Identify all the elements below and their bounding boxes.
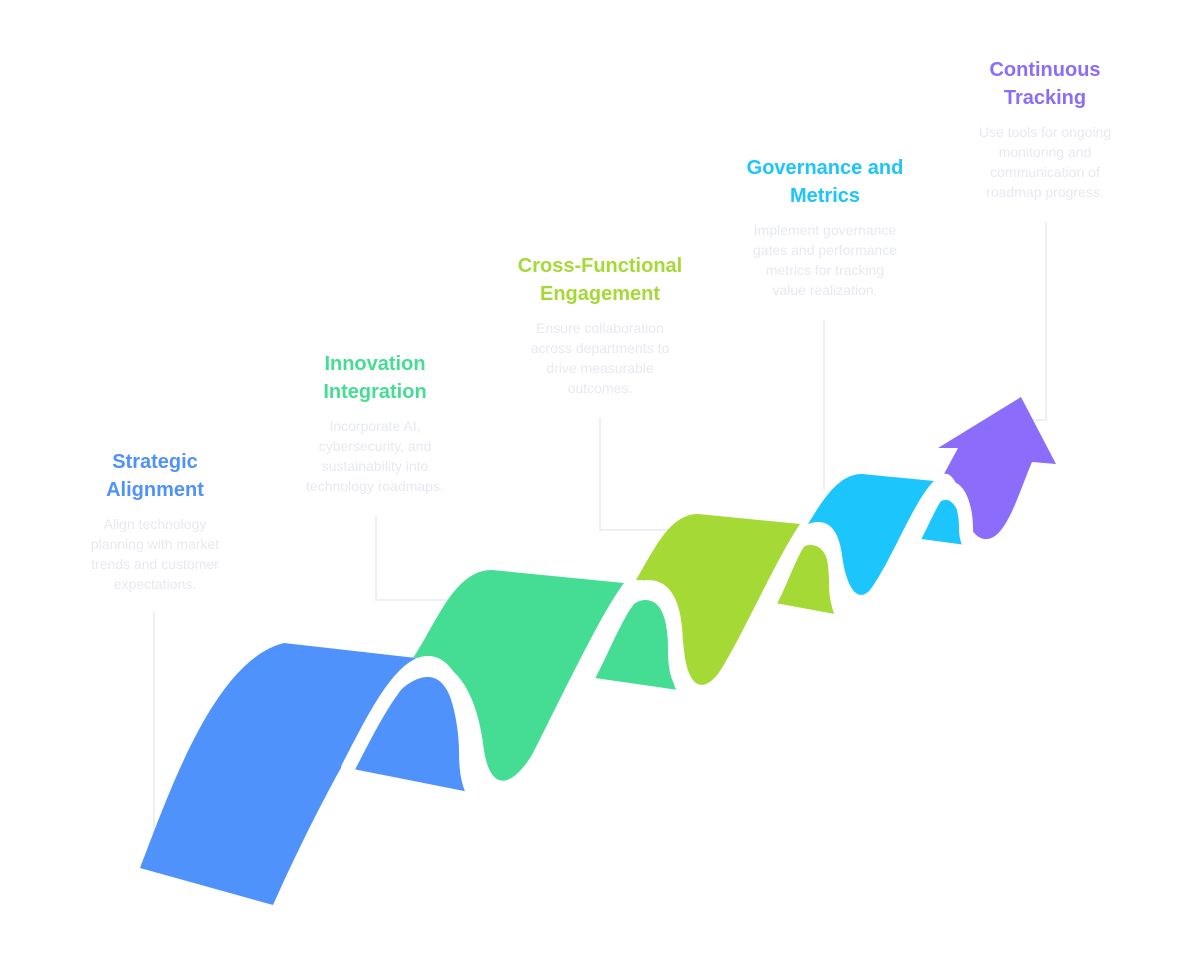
description-line: technology roadmaps. xyxy=(306,478,444,494)
step-title-line: Governance and xyxy=(746,157,904,179)
step-description: Align technology planning with market tr… xyxy=(55,514,255,594)
description-line: Ensure collaboration xyxy=(536,320,664,336)
ribbon-fold-governance-metrics xyxy=(914,500,966,545)
step-title-line: Integration xyxy=(323,381,427,403)
step-title-line: Metrics xyxy=(789,185,861,207)
description-line: outcomes. xyxy=(567,380,633,396)
step-governance-metrics: Governance and Metrics Implement governa… xyxy=(715,154,935,300)
ribbon-segment-governance-metrics xyxy=(808,474,934,595)
description-line: trends and customer xyxy=(91,556,219,572)
ribbon-segment-cross-functional xyxy=(636,514,800,685)
connector-line-3 xyxy=(599,418,668,531)
step-title: Governance and Metrics xyxy=(715,154,935,210)
description-line: expectations. xyxy=(113,576,197,592)
step-description: Incorporate AI, cybersecurity, and susta… xyxy=(270,416,480,496)
ribbon-segment-strategic-alignment xyxy=(140,643,416,905)
step-title-line: Strategic xyxy=(112,451,198,473)
description-line: across departments to xyxy=(530,340,670,356)
description-line: gates and performance xyxy=(753,242,897,258)
step-title-line: Alignment xyxy=(106,479,204,501)
ribbon-fold-strategic-alignment xyxy=(348,677,474,793)
description-line: Implement governance xyxy=(753,222,897,238)
step-title: Innovation Integration xyxy=(270,350,480,406)
connector-line-5 xyxy=(1030,222,1047,421)
step-description: Implement governance gates and performan… xyxy=(715,220,935,300)
step-strategic-alignment: Strategic Alignment Align technology pla… xyxy=(55,448,255,594)
step-continuous-tracking: Continuous Tracking Use tools for ongoin… xyxy=(935,56,1155,202)
description-line: sustainability into xyxy=(321,458,429,474)
step-cross-functional-engagement: Cross-Functional Engagement Ensure colla… xyxy=(490,252,710,398)
step-title-line: Engagement xyxy=(539,283,661,305)
step-description: Use tools for ongoing monitoring and com… xyxy=(935,122,1155,202)
ribbon-segment-innovation xyxy=(413,570,624,781)
description-line: value realization. xyxy=(772,282,878,298)
step-description: Ensure collaboration across departments … xyxy=(490,318,710,398)
description-line: monitoring and xyxy=(998,144,1092,160)
connector-line-2 xyxy=(375,516,448,601)
step-title-line: Tracking xyxy=(1003,87,1087,109)
ribbon-fold-innovation xyxy=(588,600,678,690)
step-title: Strategic Alignment xyxy=(55,448,255,504)
step-title: Cross-Functional Engagement xyxy=(490,252,710,308)
description-line: Align technology xyxy=(103,516,207,532)
fold-gap-3 xyxy=(763,525,849,622)
description-line: planning with market xyxy=(90,536,220,552)
description-line: communication of xyxy=(990,164,1100,180)
description-line: metrics for tracking xyxy=(765,262,885,278)
fold-gap-2 xyxy=(581,579,691,697)
fold-gap-4 xyxy=(907,480,977,552)
description-line: Use tools for ongoing xyxy=(978,124,1112,140)
description-line: drive measurable xyxy=(546,360,654,376)
description-line: roadmap progress. xyxy=(986,184,1104,200)
fold-gap-1 xyxy=(341,655,481,800)
step-title-line: Cross-Functional xyxy=(517,255,683,277)
ribbon-fold-cross-functional xyxy=(770,545,840,615)
step-title: Continuous Tracking xyxy=(935,56,1155,112)
step-title-line: Innovation xyxy=(324,353,426,375)
step-title-line: Continuous xyxy=(989,59,1101,81)
step-innovation-integration: Innovation Integration Incorporate AI, c… xyxy=(270,350,480,496)
description-line: cybersecurity, and xyxy=(318,438,432,454)
description-line: Incorporate AI, xyxy=(329,418,421,434)
